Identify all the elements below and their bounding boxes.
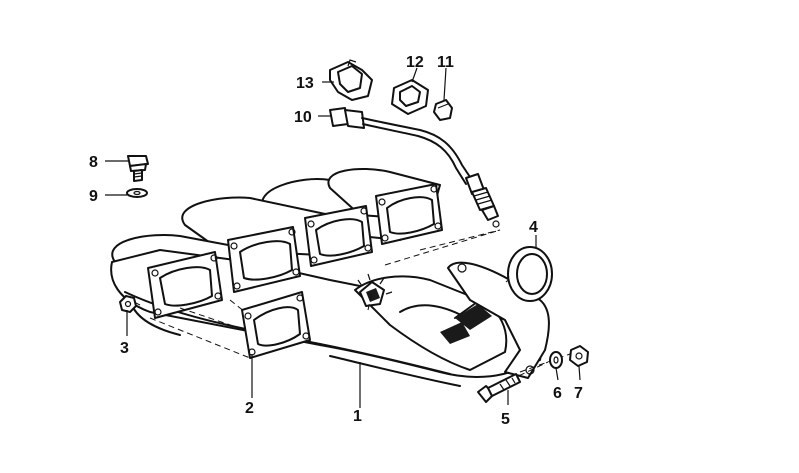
holder [391,79,429,115]
sealing-ring [126,188,148,198]
nut [569,345,589,367]
screw-plug [127,155,149,182]
grommet [433,99,453,121]
leader-lines [105,67,581,408]
oxygen-sensor [329,107,500,228]
callout-10: 10 [294,109,312,126]
callout-9: 9 [89,188,98,205]
port-flange-2 [227,226,301,293]
bolt [477,373,521,403]
callout-1: 1 [353,408,362,425]
port-flange-3 [304,205,373,267]
washer [549,351,563,369]
port-flange-4 [375,183,443,245]
cable-clip [329,59,373,101]
port-flange-1 [147,251,223,319]
callouts: 1 2 3 4 5 6 7 8 9 10 11 12 13 [89,54,583,428]
callout-11: 11 [437,54,454,71]
small-nut [119,295,137,313]
callout-8: 8 [89,154,98,171]
callout-2: 2 [245,400,254,417]
ring-gasket [507,246,553,302]
callout-3: 3 [120,340,129,357]
flange-gasket [241,291,311,359]
callout-13: 13 [296,75,314,92]
callout-6: 6 [553,385,562,402]
callout-7: 7 [574,385,583,402]
callout-4: 4 [529,219,538,236]
callout-12: 12 [406,54,424,71]
callout-5: 5 [501,411,510,428]
